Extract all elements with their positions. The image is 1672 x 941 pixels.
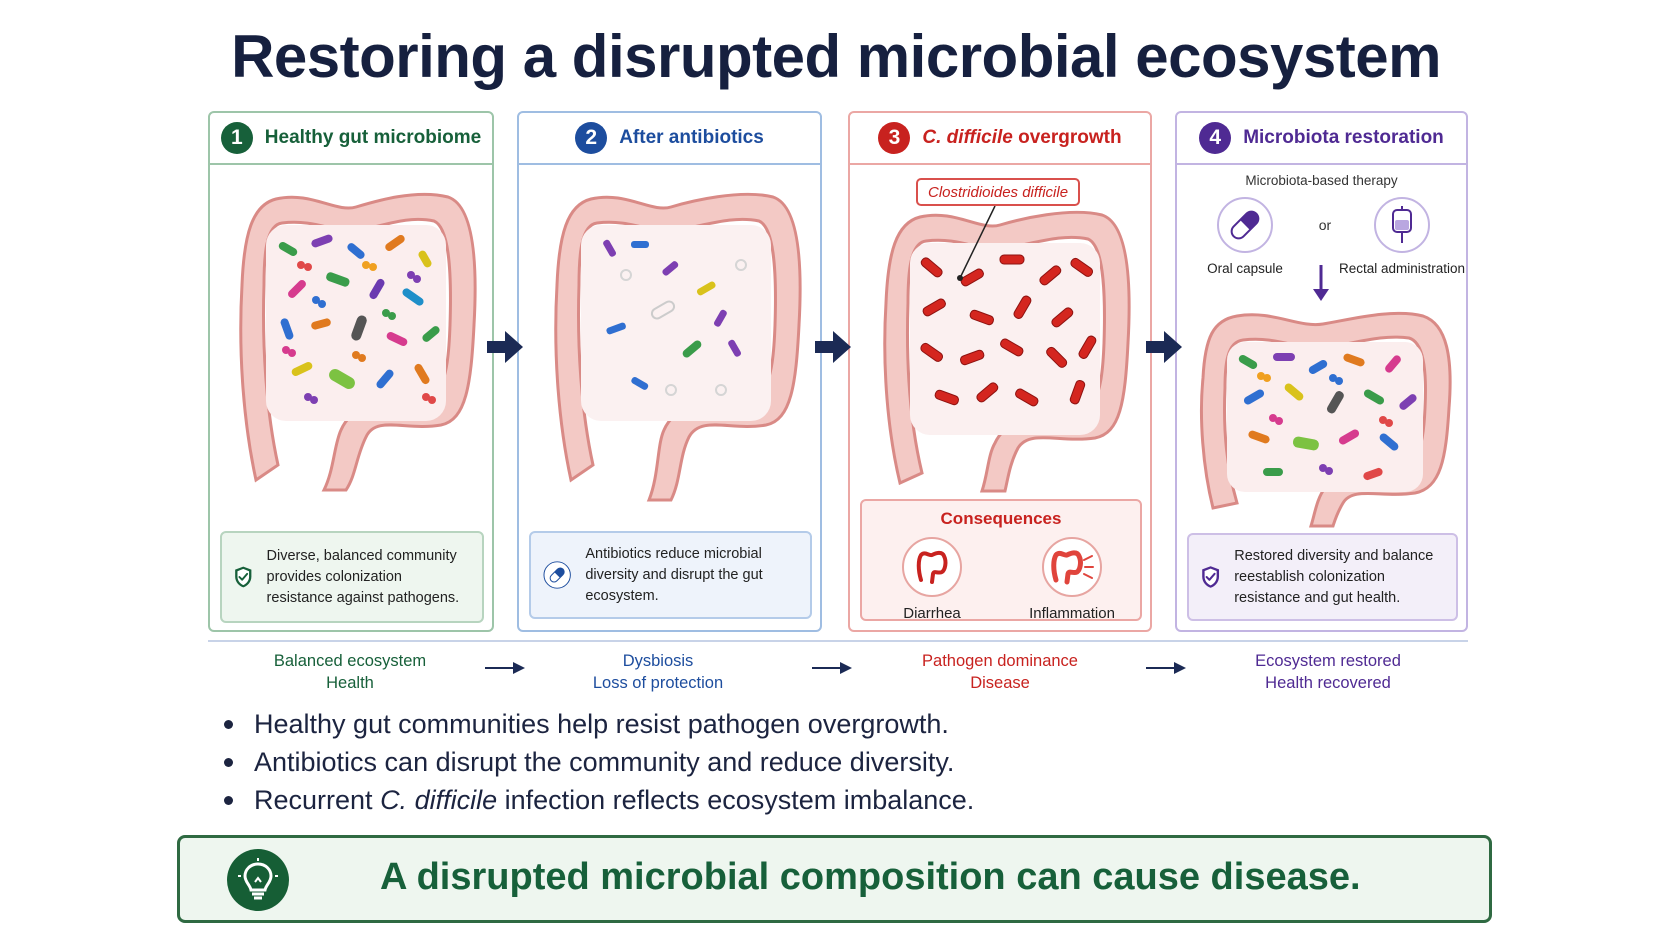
consequence-diarrhea: Diarrhea — [872, 537, 992, 622]
stage-line2: Health recovered — [1265, 674, 1391, 692]
cdiff-bacteria — [920, 254, 1097, 407]
bullet-item: Antibiotics can disrupt the community an… — [222, 743, 974, 781]
arrow-down-icon — [1313, 265, 1329, 301]
panel-title: After antibiotics — [619, 127, 764, 148]
panel-header: 1 Healthy gut microbiome — [210, 113, 492, 165]
restored-bacteria — [1238, 353, 1417, 481]
panel-title: C. difficile overgrowth — [922, 127, 1121, 149]
arrow-right-icon — [485, 662, 525, 674]
stage-summary: Dysbiosis Loss of protection — [538, 650, 778, 694]
panel-antibiotics: 2 After antibiotics — [517, 111, 822, 632]
info-box: Diverse, balanced community provides col… — [220, 531, 484, 623]
sparse-bacteria — [603, 239, 747, 396]
arrow-right-icon — [1146, 331, 1182, 363]
lightbulb-icon — [227, 849, 289, 911]
step-number: 2 — [575, 122, 608, 154]
pathogen-label: Clostridioides difficile — [916, 178, 1081, 206]
gut-illustration — [239, 192, 477, 492]
gut-illustration — [883, 210, 1131, 493]
panel-title: Microbiota restoration — [1243, 127, 1444, 148]
stage-line1: Dysbiosis — [622, 652, 694, 670]
takeaway-banner: A disrupted microbial composition can ca… — [177, 835, 1492, 923]
oral-capsule-option: Oral capsule — [1195, 197, 1295, 276]
stage-line1: Balanced ecosystem — [273, 652, 427, 670]
consequence-label: Inflammation — [1029, 605, 1115, 622]
stage-line1: Pathogen dominance — [922, 652, 1078, 670]
key-points: Healthy gut communities help resist path… — [222, 705, 974, 819]
gut-illustration — [554, 192, 802, 502]
panel-header: 4 Microbiota restoration — [1177, 113, 1466, 165]
bullet-item: Recurrent C. difficile infection reflect… — [222, 781, 974, 819]
bullet-prefix: Recurrent — [254, 785, 381, 815]
arrow-right-icon — [815, 331, 851, 363]
therapy-label: Microbiota-based therapy — [1245, 173, 1398, 188]
info-box: Antibiotics reduce microbial diversity a… — [529, 531, 812, 619]
gut-illustration — [1199, 311, 1452, 528]
panel-header: 2 After antibiotics — [519, 113, 820, 165]
stage-line2: Loss of protection — [592, 674, 724, 692]
stage-line1: Ecosystem restored — [1255, 652, 1401, 670]
step-number: 4 — [1199, 122, 1232, 154]
page-title: Restoring a disrupted microbial ecosyste… — [231, 23, 1441, 90]
panel-restoration: 4 Microbiota restoration Microbiota-base… — [1175, 111, 1468, 632]
panel-title: Healthy gut microbiome — [264, 127, 482, 148]
iv-bag-icon — [1374, 197, 1430, 253]
option-label: Rectal administration — [1338, 261, 1466, 276]
stage-summary: Balanced ecosystem Health — [230, 650, 470, 694]
arrow-right-icon — [812, 662, 852, 674]
step-number: 3 — [878, 122, 911, 154]
capsule-icon — [1217, 197, 1273, 253]
rectal-option: Rectal administration — [1337, 197, 1467, 276]
consequences-box: Consequences Diarrhea Inflammation — [860, 499, 1142, 622]
panel-title-italic: C. difficile — [922, 127, 1013, 148]
shield-check-icon — [1202, 566, 1220, 588]
consequence-label: Diarrhea — [903, 605, 961, 622]
consequence-inflammation: Inflammation — [1012, 537, 1132, 622]
info-text: Diverse, balanced community provides col… — [266, 547, 460, 606]
bacteria-cluster — [278, 234, 440, 404]
info-box: Restored diversity and balance reestabli… — [1187, 533, 1458, 621]
step-number: 1 — [220, 122, 253, 154]
shield-check-icon — [235, 566, 252, 588]
stage-line2: Health — [326, 674, 374, 692]
bullet-italic: C. difficile — [380, 785, 498, 815]
stage-line2: Disease — [970, 674, 1030, 692]
arrow-right-icon — [1146, 662, 1186, 674]
stage-summary: Pathogen dominance Disease — [880, 650, 1120, 694]
arrow-right-icon — [487, 331, 523, 363]
panel-cdiff: 3 C. difficile overgrowth — [848, 111, 1152, 632]
callout-pointer — [957, 205, 996, 281]
panel-title-rest: overgrowth — [1012, 127, 1122, 148]
panel-header: 3 C. difficile overgrowth — [850, 113, 1150, 165]
takeaway-text: A disrupted microbial composition can ca… — [380, 856, 1361, 898]
capsule-icon — [543, 561, 571, 589]
intestine-icon — [902, 537, 962, 597]
info-text: Antibiotics reduce microbial diversity a… — [585, 545, 763, 604]
bullet-item: Healthy gut communities help resist path… — [222, 705, 974, 743]
consequences-title: Consequences — [940, 509, 1062, 528]
inflamed-intestine-icon — [1042, 537, 1102, 597]
bullet-suffix: infection reflects ecosystem imbalance. — [497, 785, 975, 815]
panel-healthy: 1 Healthy gut microbiome — [208, 111, 494, 632]
option-label: Oral capsule — [1207, 261, 1283, 276]
or-label: or — [1318, 217, 1332, 233]
stage-summary: Ecosystem restored Health recovered — [1208, 650, 1448, 694]
divider — [208, 640, 1468, 642]
info-text: Restored diversity and balance reestabli… — [1234, 547, 1434, 606]
